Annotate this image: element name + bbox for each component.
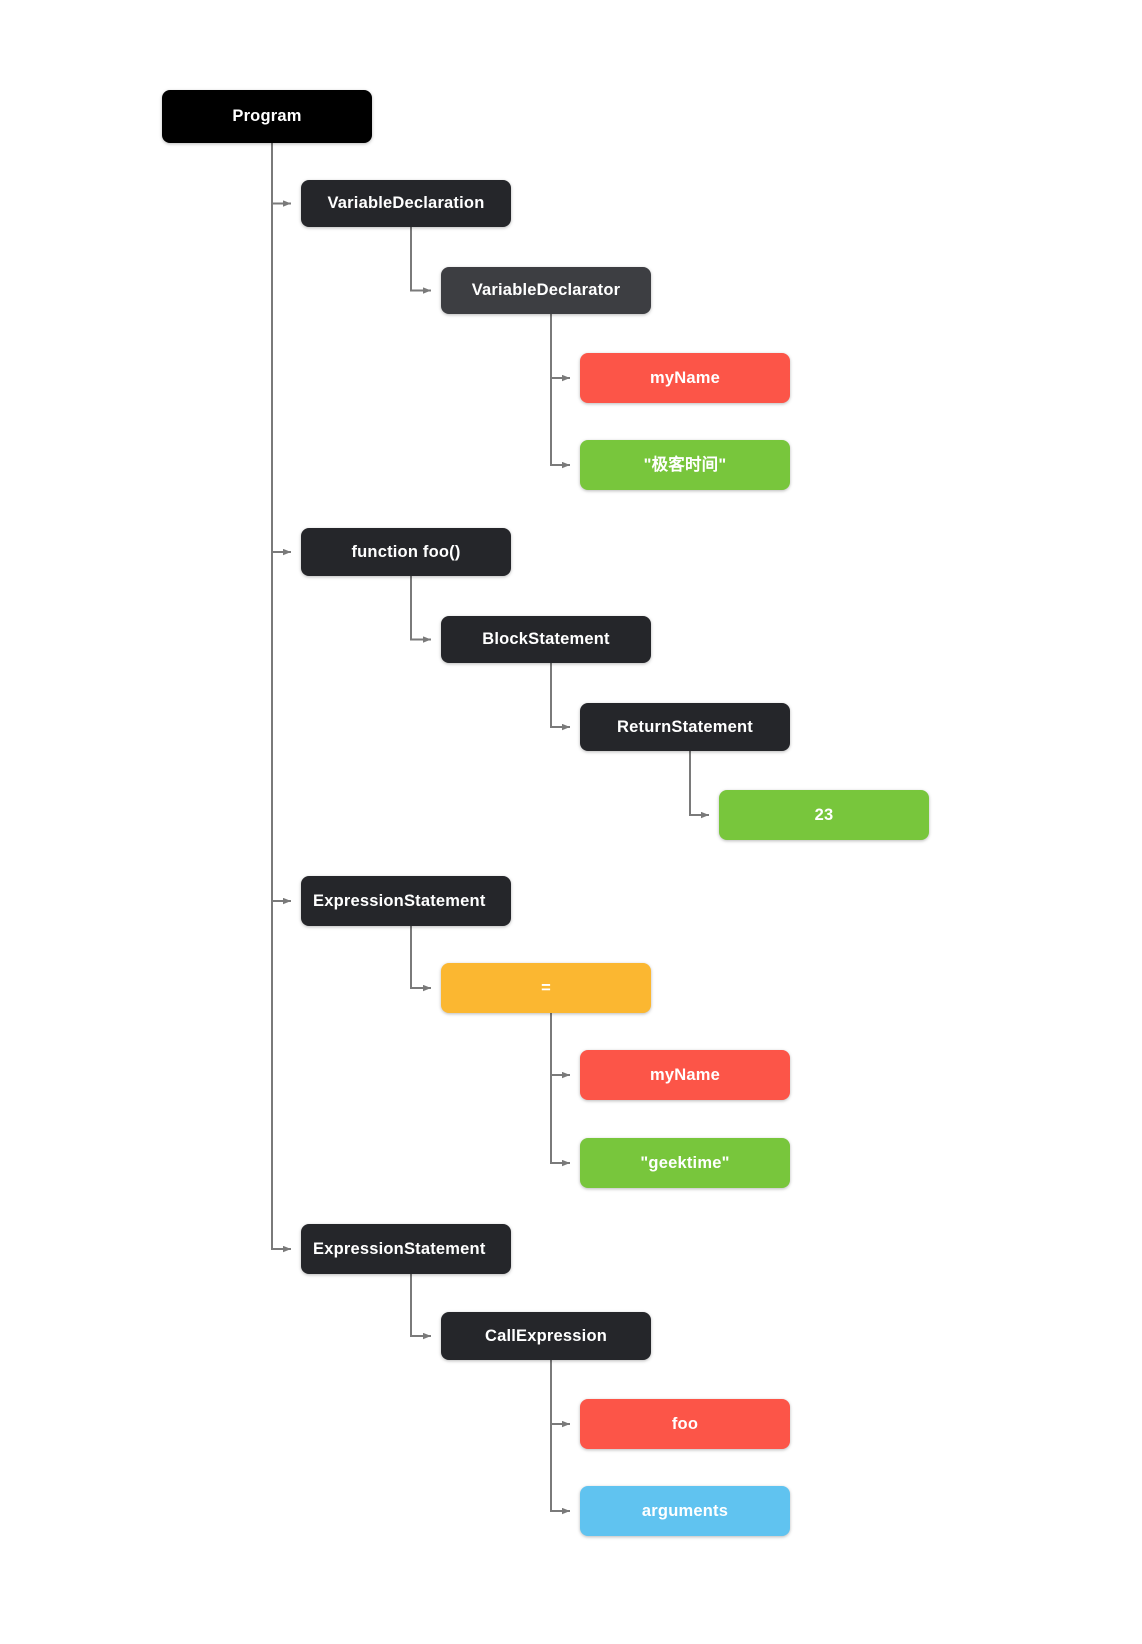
ast-node-label: =: [541, 978, 551, 997]
ast-node-callexpr[interactable]: CallExpression: [441, 1312, 651, 1360]
ast-node-vardecl[interactable]: VariableDeclaration: [301, 180, 511, 227]
ast-node-funcfoo[interactable]: function foo(): [301, 528, 511, 576]
edge-program-to-funcfoo: [271, 143, 291, 556]
edge-vardtor-to-geekzh: [550, 314, 570, 469]
ast-node-program[interactable]: Program: [162, 90, 372, 143]
ast-node-myname1[interactable]: myName: [580, 353, 790, 403]
ast-node-label: myName: [650, 1065, 720, 1084]
edge-assign-to-geektime: [550, 1013, 570, 1167]
edge-exprstmt1-to-assign: [410, 926, 431, 992]
edge-program-to-vardecl: [271, 143, 291, 207]
edge-vardecl-to-vardtor: [410, 227, 431, 294]
ast-node-foo[interactable]: foo: [580, 1399, 790, 1449]
ast-node-exprstmt1[interactable]: ExpressionStatement: [301, 876, 511, 926]
ast-node-label: ExpressionStatement: [313, 1239, 486, 1258]
edge-callexpr-to-arguments: [550, 1360, 570, 1515]
ast-node-label: myName: [650, 368, 720, 387]
ast-node-vardtor[interactable]: VariableDeclarator: [441, 267, 651, 314]
ast-node-label: arguments: [641, 1501, 729, 1520]
ast-node-label: VariableDeclaration: [327, 194, 485, 213]
ast-node-num23[interactable]: 23: [719, 790, 929, 840]
ast-node-assign[interactable]: =: [441, 963, 651, 1013]
ast-node-label: function foo(): [351, 542, 461, 561]
edge-returnstmt-to-num23: [689, 751, 709, 819]
ast-node-label: ReturnStatement: [617, 717, 753, 736]
edge-program-to-exprstmt1: [271, 143, 291, 905]
ast-node-label: ExpressionStatement: [313, 891, 486, 910]
ast-node-label: "极客时间": [643, 455, 727, 474]
ast-node-exprstmt2[interactable]: ExpressionStatement: [301, 1224, 511, 1274]
ast-node-label: CallExpression: [484, 1326, 607, 1345]
ast-node-label: "geektime": [640, 1153, 730, 1172]
ast-node-myname2[interactable]: myName: [580, 1050, 790, 1100]
ast-node-label: Program: [232, 107, 302, 126]
edge-blockstmt-to-returnstmt: [550, 663, 570, 731]
ast-node-geektime[interactable]: "geektime": [580, 1138, 790, 1188]
edge-assign-to-myname2: [550, 1013, 570, 1079]
ast-node-blockstmt[interactable]: BlockStatement: [441, 616, 651, 663]
edge-exprstmt2-to-callexpr: [410, 1274, 431, 1340]
edge-callexpr-to-foo: [550, 1360, 570, 1428]
ast-node-label: foo: [671, 1414, 699, 1433]
ast-node-arguments[interactable]: arguments: [580, 1486, 790, 1536]
ast-node-label: 23: [814, 805, 834, 824]
edge-vardtor-to-myname1: [550, 314, 570, 382]
ast-node-geekzh[interactable]: "极客时间": [580, 440, 790, 490]
ast-node-label: BlockStatement: [482, 630, 610, 649]
edge-funcfoo-to-blockstmt: [410, 576, 431, 643]
ast-node-label: VariableDeclarator: [471, 281, 621, 300]
edge-program-to-exprstmt2: [271, 143, 291, 1253]
ast-node-returnstmt[interactable]: ReturnStatement: [580, 703, 790, 751]
